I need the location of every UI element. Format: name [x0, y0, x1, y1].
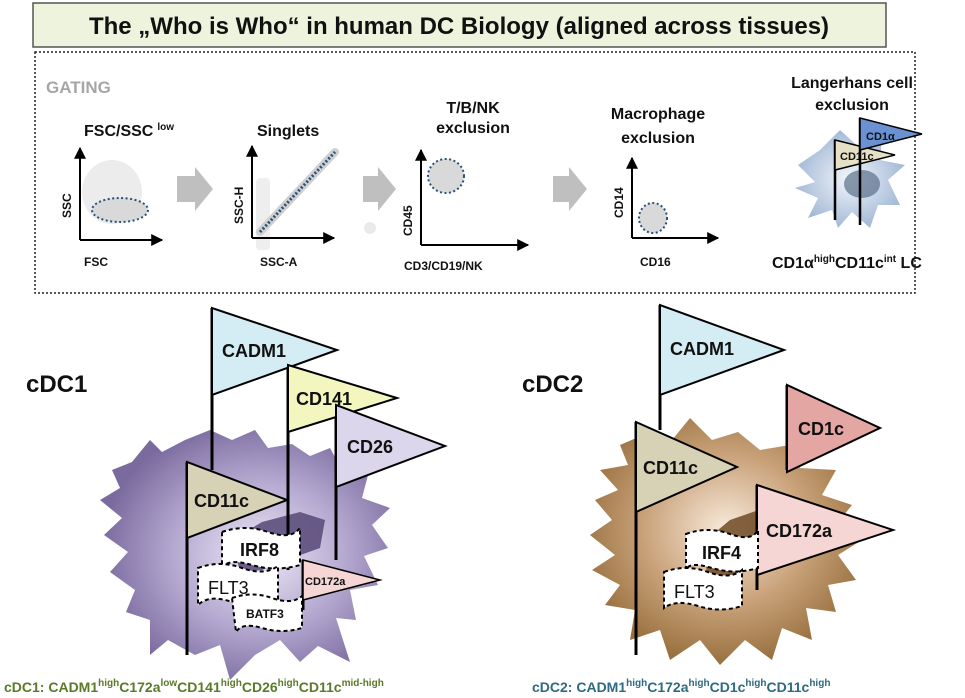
- cdc2-footer-part: high: [809, 678, 830, 689]
- gate-circle: [427, 158, 465, 194]
- tf-flt3-cdc2: FLT3: [674, 582, 715, 602]
- cdc1-footer-part: mid-high: [342, 678, 384, 689]
- flag-cd11c-lc-label: CD11c: [840, 151, 874, 163]
- cdc2-footer-part: high: [626, 678, 647, 689]
- flag-cadm1-cdc2: [659, 303, 787, 397]
- flag-cd172a-cdc1-label: CD172a: [305, 576, 346, 588]
- gating-step-langerhans-exclusion: Langerhans cell exclusion CD11c CD1α CD1…: [772, 75, 922, 272]
- cdc1-footer-part: low: [161, 678, 178, 689]
- tf-box-irf8: [221, 525, 301, 572]
- gating-step-macrophage-exclusion: Macrophage exclusion CD16 CD14: [611, 106, 720, 269]
- lc-phenotype: CD1αhighCD11cint LC: [772, 254, 922, 272]
- step2-heading: Singlets: [257, 123, 319, 140]
- cdc1-footer-part: CD141: [177, 679, 221, 695]
- flag-cd11c-cdc1-label: CD11c: [194, 491, 249, 511]
- tf-box-irf4: [685, 529, 759, 573]
- step1-x-axis: FSC: [84, 255, 108, 269]
- flag-cd172a-cdc1: [302, 559, 383, 601]
- tf-batf3: BATF3: [246, 607, 284, 621]
- cdc1-footer-part: CD26: [242, 679, 278, 695]
- flag-cd1a: [859, 117, 923, 151]
- step5-heading-line2: exclusion: [815, 97, 889, 114]
- step4-heading-line2: exclusion: [621, 130, 695, 147]
- page-title: The „Who is Who“ in human DC Biology (al…: [89, 13, 829, 40]
- flag-cadm1-cdc1: [211, 306, 341, 397]
- cdc1-panel: cDC1 CADM1 CD141 CD26 CD11c CD172a IRF8 …: [4, 306, 448, 695]
- step3-y-axis: CD45: [401, 205, 415, 236]
- cdc1-footer: cDC1: CADM1highC172alowCD141highCD26high…: [4, 678, 384, 695]
- step3-heading-line2: exclusion: [436, 120, 510, 137]
- step4-heading-line1: Macrophage: [611, 106, 705, 123]
- flow-arrow-3: [553, 167, 587, 211]
- title-box: [32, 2, 887, 48]
- cdc2-footer: cDC2: CADM1highC172ahighCD1chighCD11chig…: [532, 678, 830, 695]
- cdc1-footer-part: CD11c: [299, 679, 342, 695]
- tf-irf4: IRF4: [702, 543, 741, 563]
- gating-step-singlets: Singlets SSC-A SSC-H: [232, 123, 339, 269]
- gating-step-tbnk-exclusion: T/B/NK exclusion CD3/CD19/NK CD45: [401, 100, 530, 273]
- flag-cd11c-cdc2-label: CD11c: [643, 458, 698, 478]
- flag-cadm1-cdc1-label: CADM1: [222, 341, 286, 361]
- step3-heading-line1: T/B/NK: [446, 100, 500, 117]
- step5-heading-line1: Langerhans cell: [791, 75, 913, 92]
- cdc2-label: cDC2: [522, 371, 583, 398]
- flag-cd11c-cdc1: [186, 460, 290, 540]
- flag-cd1a-label: CD1α: [866, 131, 895, 143]
- cdc2-panel: cDC2 CADM1 CD1c CD11c CD172a IRF4 FLT3 c…: [522, 303, 897, 695]
- step4-y-axis: CD14: [612, 187, 626, 218]
- flag-cd11c-cdc2: [635, 420, 740, 514]
- cdc1-footer-part: cDC1: CADM1: [4, 679, 98, 695]
- tf-box-flt3-cdc2: [663, 567, 743, 611]
- cdc1-footer-part: high: [278, 678, 299, 689]
- step2-x-axis: SSC-A: [260, 255, 298, 269]
- cdc1-footer-part: high: [98, 678, 119, 689]
- tf-flt3-cdc1: FLT3: [208, 578, 249, 598]
- step3-x-axis: CD3/CD19/NK: [404, 259, 483, 273]
- cdc2-footer-part: C172a: [647, 679, 688, 695]
- flag-cd26: [335, 403, 448, 489]
- flag-cd141-label: CD141: [296, 389, 352, 409]
- step1-y-axis: SSC: [60, 193, 74, 218]
- cdc1-footer-part: C172a: [119, 679, 160, 695]
- cdc2-footer-part: CD11c: [767, 679, 810, 695]
- flow-arrow-1: [177, 167, 213, 211]
- tf-irf8: IRF8: [240, 540, 279, 560]
- gating-box: [34, 51, 916, 294]
- flag-cd26-label: CD26: [347, 437, 393, 457]
- step2-y-axis: SSC-H: [232, 187, 246, 224]
- flag-cd1c-label: CD1c: [798, 419, 844, 439]
- gating-label: GATING: [46, 78, 111, 97]
- flag-cd172a-cdc2-label: CD172a: [766, 521, 833, 541]
- gate-ellipse: [91, 197, 149, 223]
- cdc2-footer-part: high: [689, 678, 710, 689]
- step4-x-axis: CD16: [640, 255, 671, 269]
- flow-arrow-2: [363, 167, 396, 211]
- cdc2-footer-part: cDC2: CADM1: [532, 679, 626, 695]
- cdc2-footer-part: high: [745, 678, 766, 689]
- flag-cd1c: [786, 383, 883, 474]
- flag-cadm1-cdc2-label: CADM1: [670, 339, 734, 359]
- cdc1-footer-part: high: [221, 678, 242, 689]
- cdc1-label: cDC1: [26, 371, 87, 398]
- cdc2-footer-part: CD1c: [710, 679, 746, 695]
- gate-circle: [638, 202, 668, 234]
- flag-cd172a-cdc2: [756, 483, 897, 577]
- tf-box-batf3: [230, 593, 303, 636]
